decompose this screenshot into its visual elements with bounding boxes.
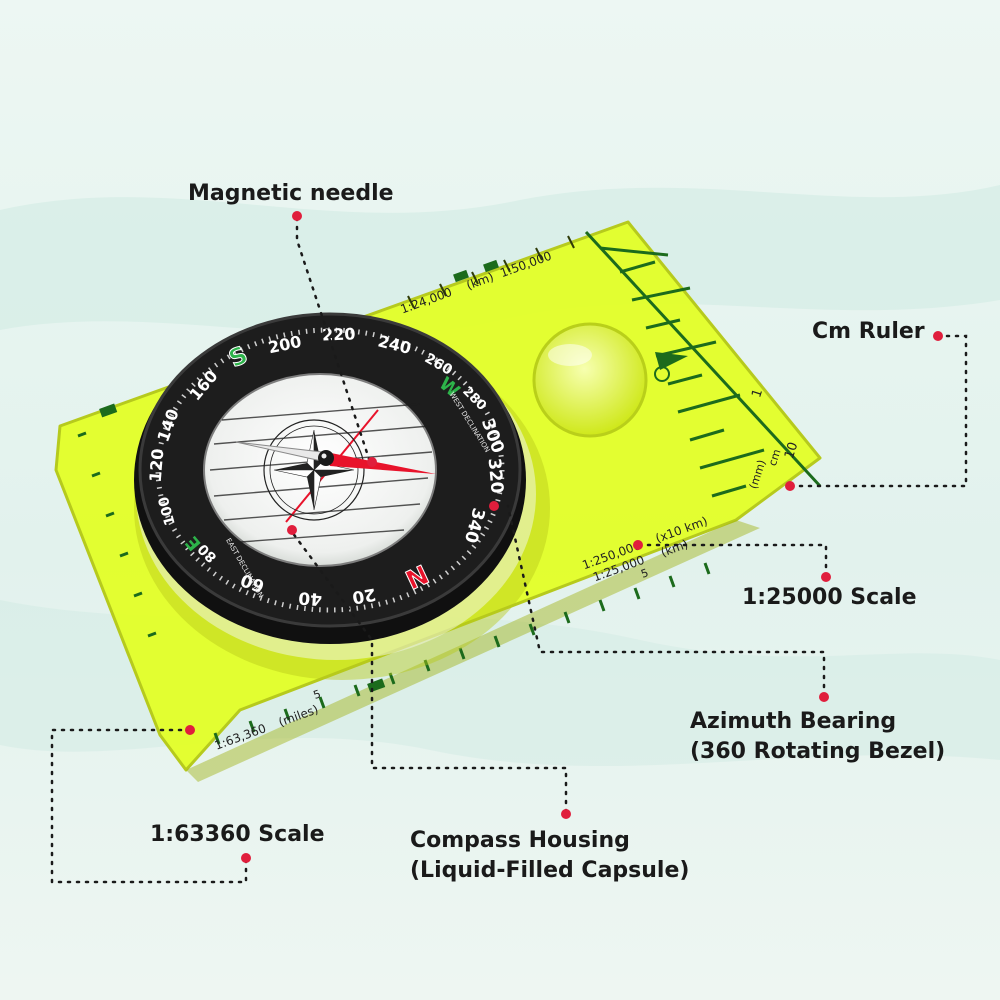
cm-ruler-spine [584,230,822,488]
red-dot-marker-icon [287,525,297,535]
watercolor-wash [0,185,1000,335]
scale-25000-label: 1:25000 Scale [742,583,917,613]
red-dot-marker-icon [292,211,302,221]
bezel-label-40: 40 [298,587,323,609]
housing-line-2: (Liquid-Filled Capsule) [410,858,690,883]
azimuth-line-2: (360 Rotating Bezel) [690,739,946,764]
baseplate-shadow [186,520,760,782]
bottom-scale-ticks [213,562,711,745]
scale-marker [99,403,118,418]
azimuth-line-1: Azimuth Bearing [690,709,897,734]
housing-line-1: Compass Housing [410,828,630,853]
scale-marker [483,259,499,273]
red-dot-marker-icon [933,331,943,341]
cm-ruler-label: Cm Ruler [812,317,925,347]
red-dot-marker-icon [819,692,829,702]
cm-ruler-text: Cm Ruler [812,319,925,344]
red-dot-marker-icon [561,809,571,819]
compass-rose-icon [263,419,365,521]
red-dot-marker-icon [821,572,831,582]
small-lens-ring [654,366,670,382]
red-dot-marker-icon [367,457,377,467]
scale-25000-text: 1:25000 Scale [742,585,917,610]
magnetic-needle [235,441,436,474]
red-dot-marker-icon [785,481,795,491]
bezel-label-120: 120 [146,448,168,483]
bezel-tick-ring [155,327,505,613]
top-scale-ticks [407,235,575,309]
magnifier-lens [532,322,648,438]
callout-markers [185,211,943,863]
five-mark-print-2: 5 [312,687,323,702]
magnetic-needle-label: Magnetic needle [188,179,394,209]
red-dot-marker-icon [489,501,499,511]
scale-63360-text: 1:63360 Scale [150,822,325,847]
cm-unit-print: cm [766,448,784,468]
compass-housing-label: Compass Housing (Liquid-Filled Capsule) [410,826,689,886]
magnetic-needle-text: Magnetic needle [188,181,394,206]
callout-leader-lines [50,216,968,884]
red-dot-marker-icon [241,853,251,863]
red-dot-marker-icon [633,540,643,550]
direction-arrow-icon [655,352,688,370]
bezel-label-100: 100 [156,495,179,528]
ruler-ten-print: 10 [782,440,801,460]
scale-63360-label: 1:63360 Scale [150,820,325,850]
bezel-label-220: 220 [322,324,356,344]
five-mark-print: 5 [639,566,650,581]
azimuth-bearing-label: Azimuth Bearing (360 Rotating Bezel) [690,707,945,767]
bezel-label-320: 320 [484,457,507,494]
bezel-label-20: 20 [350,583,377,607]
left-edge-ticks [77,431,157,638]
scale-marker [453,269,469,283]
magnifier-glare [548,344,592,366]
red-dot-marker-icon [185,725,195,735]
